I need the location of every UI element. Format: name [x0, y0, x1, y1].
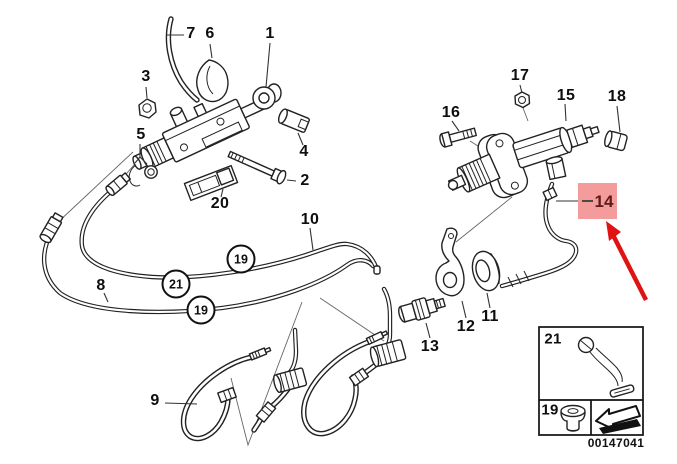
red-arrow	[606, 221, 649, 302]
clutch-hose-9-right	[304, 341, 371, 434]
circlip-washer-5	[128, 164, 158, 187]
leader-dash	[581, 200, 593, 202]
callout-19-circled-a[interactable]: 19	[226, 244, 256, 274]
coupling-left	[273, 367, 308, 394]
connector-left	[255, 401, 277, 423]
leader-lines	[103, 34, 621, 405]
bracket-12	[435, 227, 465, 297]
callout-4[interactable]: 4	[299, 143, 309, 160]
bracket-20	[183, 164, 239, 202]
callout-21-circled[interactable]: 21	[161, 269, 191, 299]
callout-15[interactable]: 15	[556, 87, 576, 104]
callout-13[interactable]: 13	[420, 338, 440, 355]
pushrod-eyelet-1	[252, 83, 282, 110]
callout-2[interactable]: 2	[300, 172, 310, 189]
callout-5[interactable]: 5	[136, 126, 146, 143]
highlighted-callout-label: 14	[594, 191, 614, 211]
cap-18	[604, 130, 628, 152]
hose-fitting-right	[348, 367, 370, 387]
callout-12[interactable]: 12	[456, 318, 476, 335]
hose-end-right	[365, 330, 389, 345]
diagram-number: 00147041	[587, 436, 645, 450]
boot-6	[196, 59, 229, 103]
clutch-hose-9-left	[184, 357, 253, 439]
legend-grommet-label: 19	[541, 401, 559, 419]
master-cylinder	[132, 98, 266, 170]
grommet-icon	[560, 404, 586, 432]
callout-16[interactable]: 16	[441, 104, 461, 121]
retaining-clip-icon	[577, 336, 635, 398]
bushing-4	[277, 108, 310, 133]
callout-7[interactable]: 7	[186, 25, 196, 42]
slave-cylinder	[447, 124, 600, 199]
callout-10[interactable]: 10	[300, 211, 320, 228]
clutch-pipe-10	[82, 185, 381, 277]
callout-3[interactable]: 3	[141, 68, 151, 85]
callout-19-circled-b[interactable]: 19	[186, 295, 216, 325]
grommet-11	[471, 250, 501, 292]
legend-box	[538, 326, 644, 436]
callout-11[interactable]: 11	[481, 308, 499, 325]
hose-end-left	[248, 346, 272, 361]
callout-17[interactable]: 17	[510, 67, 530, 84]
callout-9[interactable]: 9	[150, 392, 160, 409]
slave-pipe-14	[502, 184, 576, 287]
callout-6[interactable]: 6	[205, 25, 215, 42]
callout-8[interactable]: 8	[96, 277, 106, 294]
callout-1[interactable]: 1	[265, 25, 275, 42]
legend-clip-label: 21	[544, 330, 562, 348]
coupling-right	[369, 339, 407, 368]
callout-18[interactable]: 18	[607, 88, 627, 105]
callout-20[interactable]: 20	[210, 195, 230, 212]
bolt-16	[439, 127, 478, 148]
quick-connector-13	[398, 297, 446, 323]
direction-arrow-icon	[595, 405, 641, 434]
nut-17	[514, 91, 531, 109]
highlighted-callout[interactable]: 14	[578, 183, 617, 219]
nut-3	[138, 98, 157, 119]
pipe-fitting-b	[39, 212, 64, 244]
pipe-fitting-a	[105, 172, 131, 197]
bolt-2	[227, 150, 287, 185]
hose-fitting-left	[217, 386, 237, 404]
